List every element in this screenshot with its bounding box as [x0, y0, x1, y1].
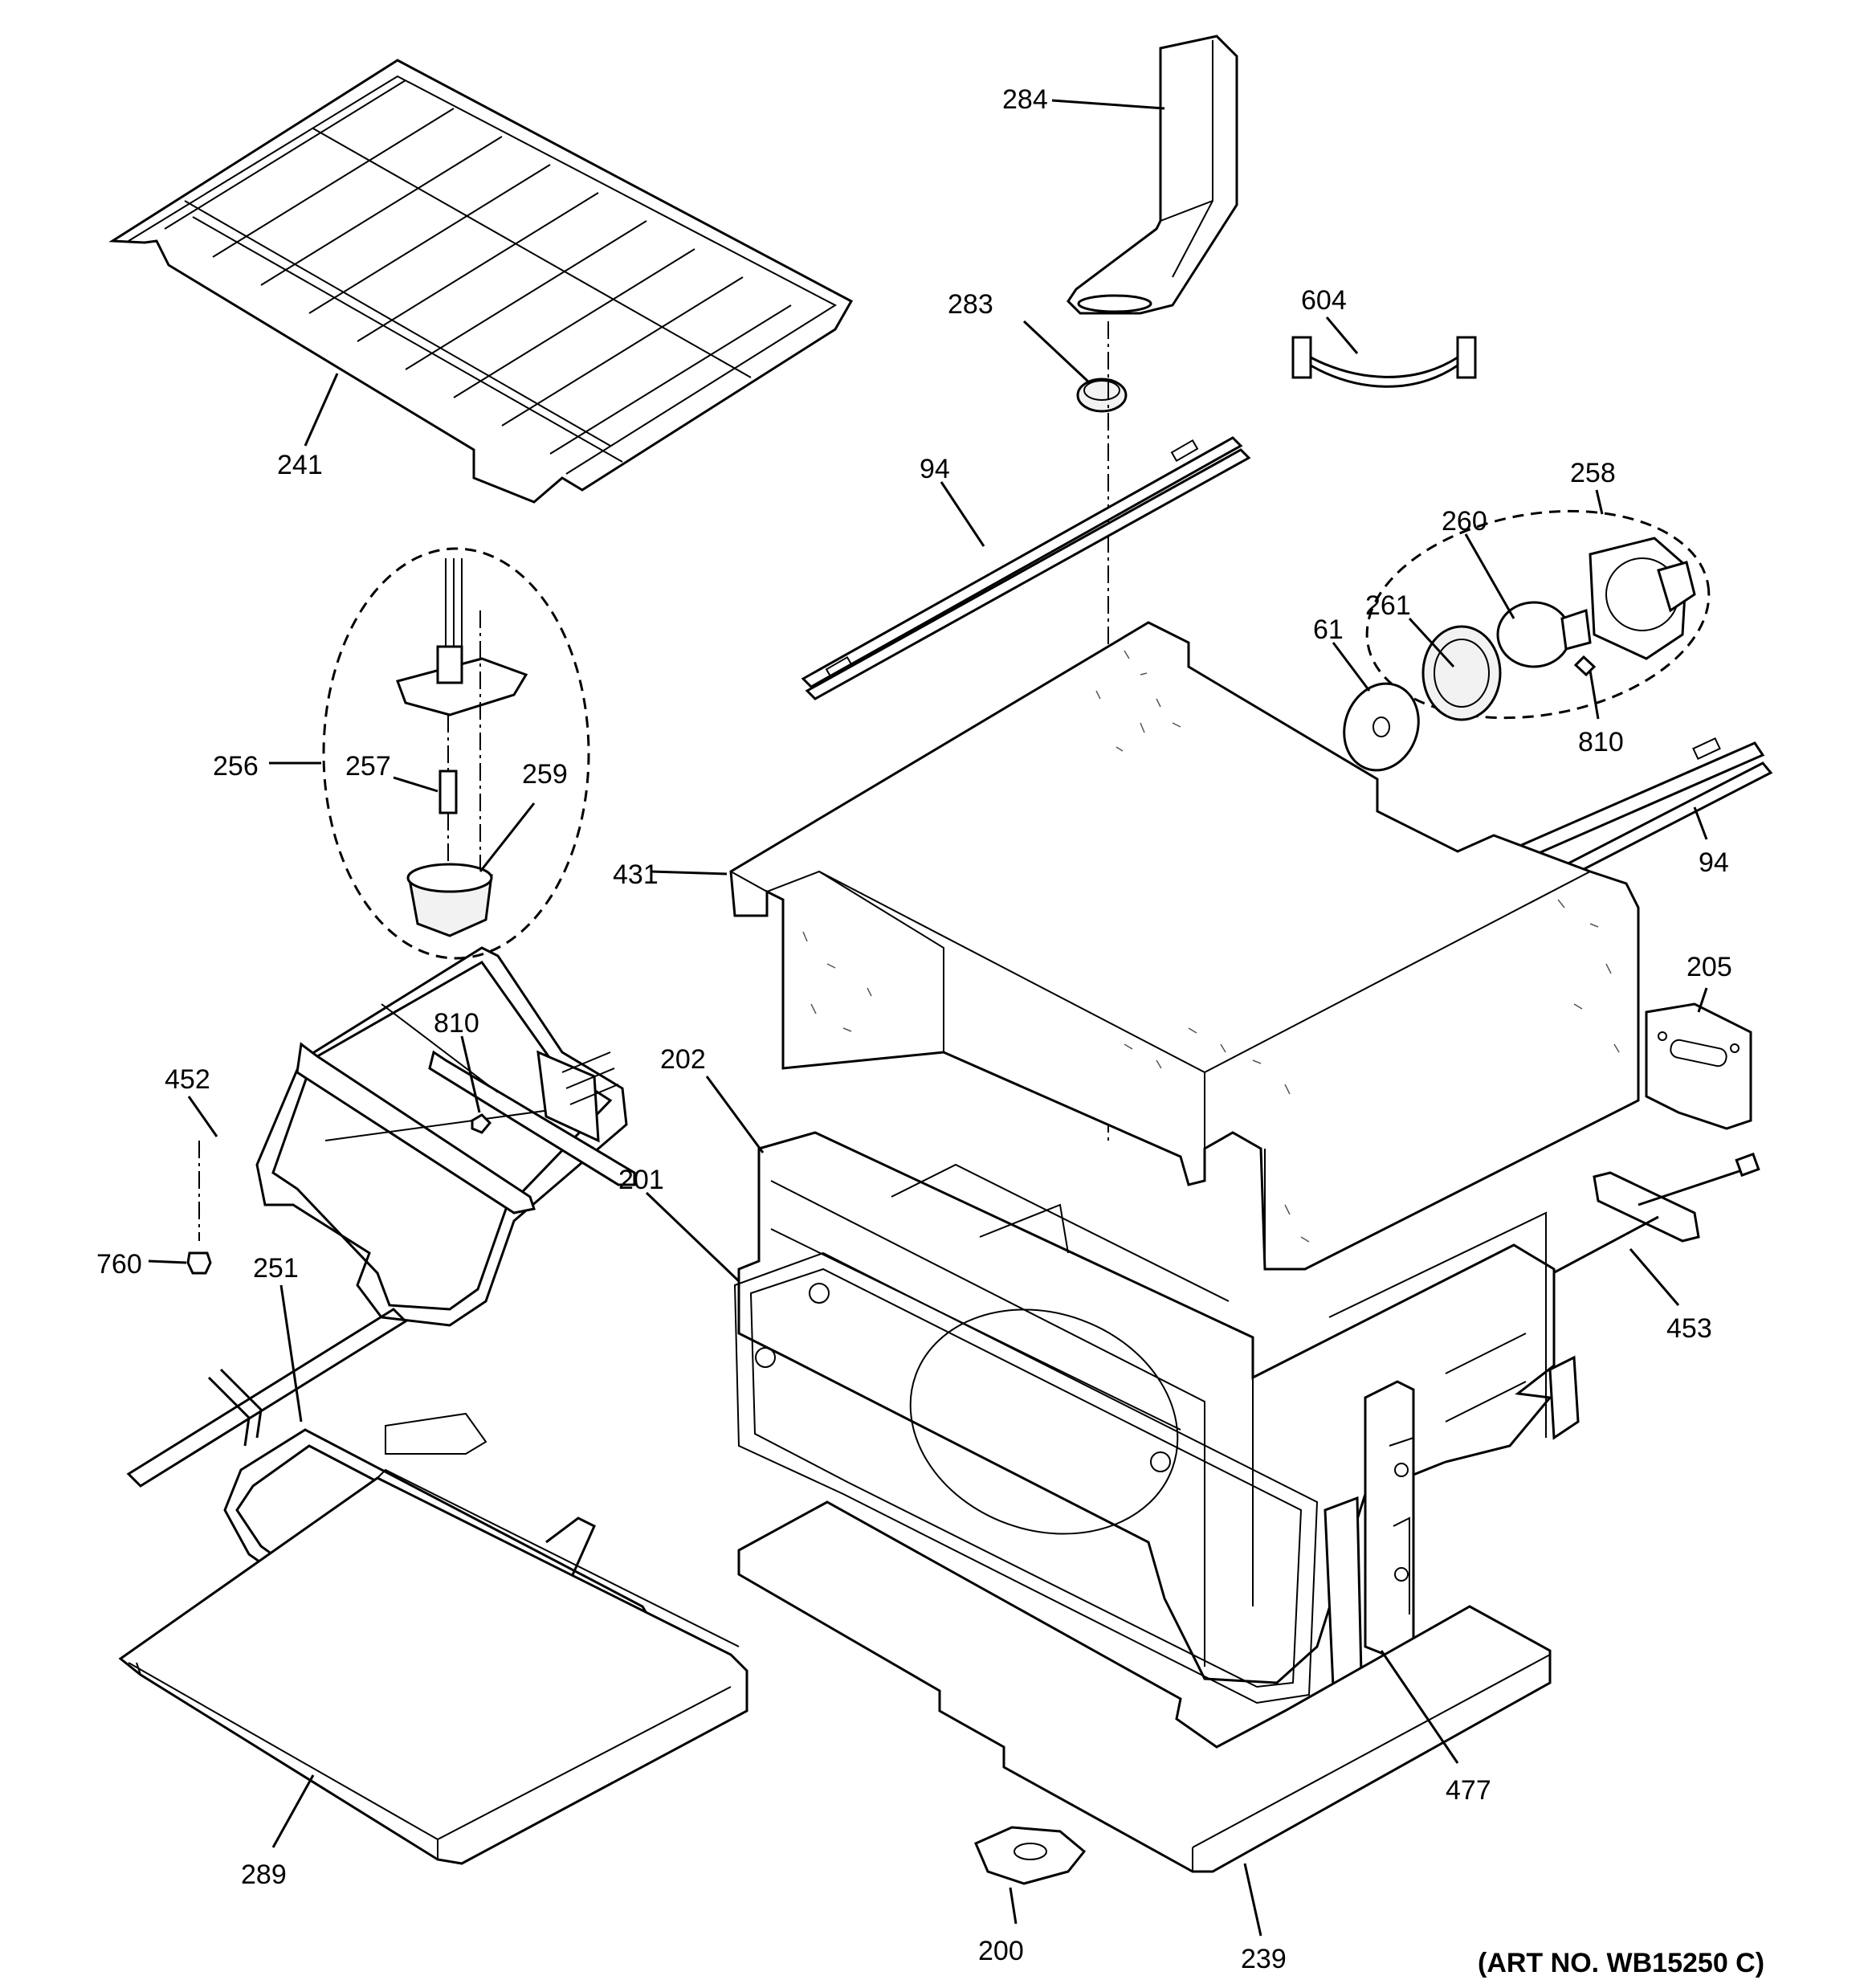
- insulation-blanket-431: [729, 621, 1640, 1271]
- label-283: 283: [948, 289, 993, 320]
- label-452: 452: [165, 1064, 210, 1095]
- label-241: 241: [277, 450, 323, 480]
- bracket-205: [1645, 1002, 1752, 1130]
- screw-760: [186, 1251, 212, 1275]
- label-239: 239: [1241, 1944, 1287, 1974]
- label-431: 431: [613, 859, 659, 890]
- label-284: 284: [1002, 84, 1048, 115]
- label-259: 259: [522, 759, 568, 790]
- label-261: 261: [1365, 590, 1411, 621]
- label-94-right: 94: [1699, 847, 1729, 878]
- door-frame-201: [733, 1251, 1319, 1704]
- label-205: 205: [1687, 952, 1732, 982]
- insulation-texture: [802, 650, 1620, 1243]
- label-810-broil: 810: [434, 1008, 479, 1039]
- label-256: 256: [213, 751, 259, 782]
- label-202: 202: [660, 1044, 706, 1075]
- bottom-panel-239: [737, 1500, 1552, 1873]
- light-assembly-258: [1365, 509, 1711, 721]
- label-810-light: 810: [1578, 727, 1624, 757]
- broil-element-452: [198, 946, 636, 1327]
- label-61: 61: [1313, 614, 1344, 645]
- side-bracket: [1548, 1355, 1580, 1440]
- glass-lens-61: [1343, 682, 1420, 772]
- label-258: 258: [1570, 458, 1616, 488]
- oven-rack-241: [108, 59, 854, 504]
- thermostat-assembly-256: [322, 547, 590, 960]
- wire-harness-604: [1291, 336, 1477, 388]
- leader-lines: [148, 99, 1708, 1937]
- label-260: 260: [1442, 506, 1487, 537]
- label-760: 760: [96, 1249, 142, 1280]
- label-453: 453: [1666, 1313, 1712, 1344]
- hinge-477: [1324, 1380, 1415, 1689]
- art-number: (ART NO. WB15250 C): [1478, 1948, 1764, 1978]
- label-289: 289: [241, 1859, 287, 1890]
- sensor-bracket-453: [1537, 1152, 1760, 1283]
- slide-rail-94-upper: [801, 436, 1251, 700]
- label-201: 201: [618, 1165, 664, 1195]
- label-94-upper: 94: [920, 454, 950, 484]
- callout-labels: 284 283 604 241 94 258 260 261 61 810 25…: [96, 84, 1732, 1974]
- screw-810-broil: [471, 1113, 492, 1134]
- label-200: 200: [978, 1936, 1024, 1966]
- cover-200: [974, 1826, 1087, 1885]
- vent-duct-284: [1067, 35, 1238, 315]
- label-477: 477: [1446, 1775, 1491, 1806]
- label-604: 604: [1301, 285, 1347, 316]
- label-257: 257: [345, 751, 391, 782]
- label-251: 251: [253, 1253, 299, 1284]
- bottom-tray-289: [118, 1468, 748, 1865]
